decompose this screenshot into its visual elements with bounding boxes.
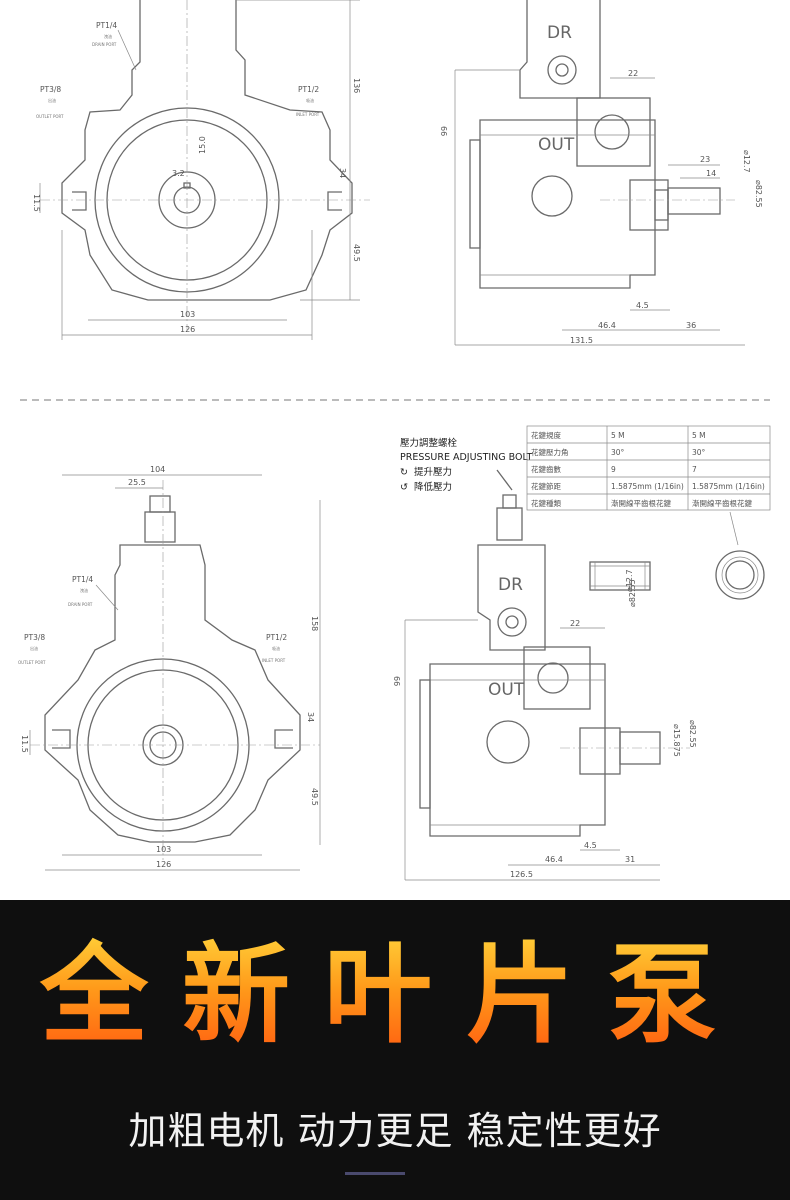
- bot-side-31: 31: [625, 855, 635, 864]
- bot-dim-25-5: 25.5: [128, 478, 146, 487]
- bot-inlet-cn: 吸油: [272, 645, 280, 651]
- callout-en: PRESSURE ADJUSTING BOLT: [400, 452, 532, 463]
- bot-side-big: ⌀82.55: [688, 720, 697, 748]
- top-dim-key: 3.2: [172, 169, 185, 178]
- bot-drain-code: PT1/4: [72, 575, 93, 584]
- top-dim-11-5: 11.5: [32, 194, 41, 212]
- top-side-shaft-small: ⌀12.7: [742, 150, 751, 173]
- table-cell-1-0: 花鍵壓力角: [531, 447, 569, 457]
- top-front-view: 103 126 136 34 49.5 11.5 3.2 15.0 PT1/4 …: [32, 0, 370, 340]
- top-dim-bore: 15.0: [198, 136, 207, 154]
- bot-dim-126: 126: [156, 860, 171, 869]
- spline-spec-table: 花鍵規度 5 M 5 M 花鍵壓力角 30° 30° 花鍵齒數 9 7 花鍵節距…: [526, 425, 771, 546]
- top-dim-49-5: 49.5: [352, 244, 361, 262]
- top-outlet-cn: 出油: [48, 97, 56, 103]
- bot-inlet-code: PT1/2: [266, 633, 287, 642]
- table-cell-1-1: 30°: [611, 448, 625, 457]
- table-cell-1-2: 30°: [692, 448, 706, 457]
- top-out-label: OUT: [538, 135, 575, 155]
- top-dim-103: 103: [180, 310, 195, 319]
- adjust-bolt-callout: 壓力調整螺栓 PRESSURE ADJUSTING BOLT ↻ 提升壓力 ↺ …: [400, 437, 532, 493]
- table-cell-4-0: 花鍵種類: [531, 498, 561, 508]
- top-side-66: 66: [439, 126, 448, 136]
- bot-side-22: 22: [570, 619, 580, 628]
- top-inlet-en: INLET PORT: [296, 112, 320, 117]
- bot-dim-104: 104: [150, 465, 165, 474]
- spline-d12-7: ⌀12.7: [625, 569, 634, 592]
- table-cell-0-1: 5 M: [611, 431, 625, 440]
- spline-d82: ⌀82.55: [628, 579, 637, 607]
- banner-subline: 加粗电机 动力更足 稳定性更好: [128, 1109, 662, 1153]
- bottom-side-view: DR OUT 22 66 ⌀15.875 ⌀82.55 4.5 46.4 31 …: [392, 494, 697, 881]
- bot-side-shaft: ⌀15.875: [672, 724, 681, 757]
- table-cell-3-0: 花鍵節距: [531, 481, 561, 491]
- top-side-36: 36: [686, 321, 696, 330]
- bot-outlet-en: OUTLET PORT: [18, 660, 46, 665]
- bot-inlet-en: INLET PORT: [262, 658, 286, 663]
- top-side-22: 22: [628, 69, 638, 78]
- top-side-131-5: 131.5: [570, 336, 593, 345]
- banner-headline: 全新叶片泵: [0, 930, 790, 1060]
- bot-dr-label: DR: [498, 575, 523, 595]
- bottom-front-view: 104 25.5 158 34 49.5 11.5 103 126 PT1/4 …: [18, 465, 321, 871]
- bot-drain-cn: 洩油: [80, 587, 88, 593]
- top-inlet-code: PT1/2: [298, 85, 319, 94]
- table-cell-4-1: 漸開線平齒根花鍵: [611, 498, 671, 508]
- callout-decrease-text: 降低壓力: [414, 481, 452, 493]
- table-cell-4-2: 漸開線平齒根花鍵: [692, 498, 752, 508]
- top-side-23: 23: [700, 155, 710, 164]
- table-cell-3-1: 1.5875mm (1/16in): [611, 482, 684, 491]
- banner-accent-bar: [345, 1172, 405, 1175]
- callout-decrease: ↺: [400, 482, 408, 493]
- table-cell-0-0: 花鍵規度: [531, 430, 561, 440]
- spline-detail: ⌀12.7 ⌀82.55: [589, 550, 765, 607]
- bot-outlet-code: PT3/8: [24, 633, 45, 642]
- bot-side-126-5: 126.5: [510, 870, 533, 879]
- bot-dim-34: 34: [306, 712, 315, 722]
- table-cell-2-2: 7: [692, 465, 697, 474]
- bot-side-4-5: 4.5: [584, 841, 597, 850]
- top-side-14: 14: [706, 169, 716, 178]
- top-side-4-5: 4.5: [636, 301, 649, 310]
- top-outlet-en: OUTLET PORT: [36, 114, 64, 119]
- callout-title: 壓力調整螺栓: [400, 437, 458, 449]
- table-cell-0-2: 5 M: [692, 431, 706, 440]
- table-cell-3-2: 1.5875mm (1/16in): [692, 482, 765, 491]
- top-dim-126: 126: [180, 325, 195, 334]
- bot-dim-103: 103: [156, 845, 171, 854]
- top-side-shaft-big: ⌀82.55: [754, 180, 763, 208]
- bot-dim-11-5: 11.5: [20, 735, 29, 753]
- top-drain-cn: 洩油: [104, 33, 112, 39]
- bot-drain-en: DRAIN PORT: [68, 602, 93, 607]
- callout-increase: ↻: [400, 467, 408, 478]
- table-cell-2-1: 9: [611, 465, 616, 474]
- bot-out-label: OUT: [488, 680, 525, 700]
- top-side-46-4: 46.4: [598, 321, 616, 330]
- top-side-view: DR OUT 22 66 23 14 ⌀12.7 ⌀82.55 4.5 46.4…: [439, 0, 763, 346]
- bot-outlet-cn: 出油: [30, 645, 38, 651]
- top-dim-136: 136: [352, 78, 361, 93]
- top-dr-label: DR: [547, 23, 572, 43]
- bot-side-66: 66: [392, 676, 401, 686]
- top-inlet-cn: 吸油: [306, 97, 314, 103]
- technical-drawing: 103 126 136 34 49.5 11.5 3.2 15.0 PT1/4 …: [18, 0, 771, 881]
- table-cell-2-0: 花鍵齒數: [531, 464, 561, 474]
- bot-dim-49-5: 49.5: [310, 788, 319, 806]
- bot-dim-158: 158: [310, 616, 319, 631]
- top-drain-en: DRAIN PORT: [92, 42, 117, 47]
- top-dim-34: 34: [338, 168, 347, 178]
- top-drain-code: PT1/4: [96, 21, 117, 30]
- top-outlet-code: PT3/8: [40, 85, 61, 94]
- bot-side-46-4: 46.4: [545, 855, 563, 864]
- promo-banner: 全新叶片泵 加粗电机 动力更足 稳定性更好: [0, 900, 790, 1200]
- callout-increase-text: 提升壓力: [414, 466, 452, 478]
